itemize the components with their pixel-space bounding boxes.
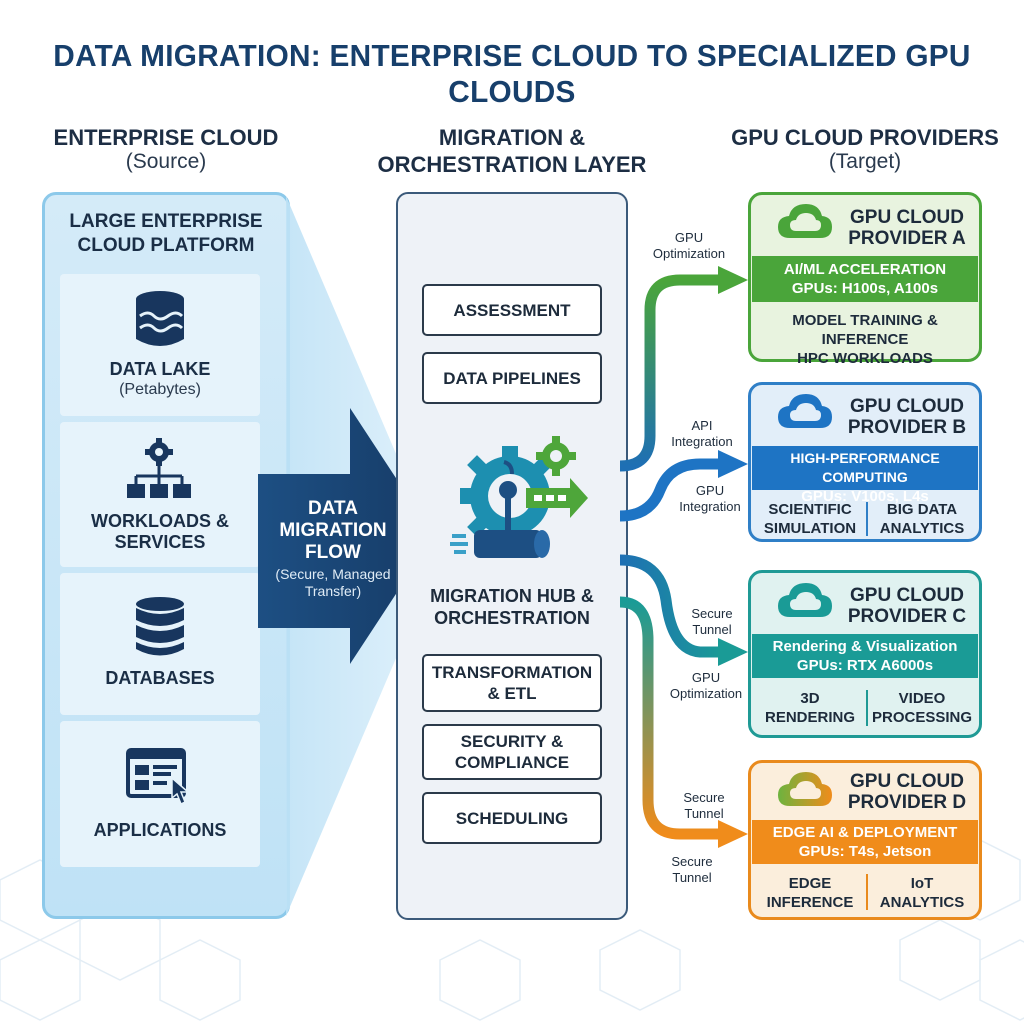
hub-label-line1: MIGRATION HUB & [430, 586, 594, 606]
platform-line2: CLOUD PLATFORM [77, 235, 255, 256]
source-subheading: (Source) [125, 150, 207, 173]
connector-provider-a [619, 274, 722, 472]
assessment-box: ASSESSMENT [422, 284, 602, 336]
flow-label-line2: MIGRATION [279, 520, 387, 541]
enterprise-platform-title: LARGE ENTERPRISE CLOUD PLATFORM [42, 210, 290, 258]
divider [866, 874, 868, 910]
source-heading: ENTERPRISE CLOUD [53, 125, 279, 150]
workloads-label-line1: WORKLOADS & [91, 511, 229, 531]
flow-sub-line1: (Secure, Managed [275, 566, 391, 582]
workloads-label-line2: SERVICES [114, 532, 206, 552]
cloud-icon [778, 394, 832, 428]
platform-line1: LARGE ENTERPRISE [69, 211, 263, 232]
flow-label-line3: FLOW [305, 542, 361, 563]
data-pipelines-box: DATA PIPELINES [422, 352, 602, 404]
middle-heading-line2: ORCHESTRATION LAYER [377, 152, 647, 177]
data-migration-flow-arrow [258, 408, 434, 664]
cloud-icon [778, 583, 832, 617]
connector-provider-c [619, 554, 722, 658]
workflow-icon [127, 438, 191, 498]
data-lake-sub: (Petabytes) [119, 381, 201, 398]
security-line1: SECURITY & [460, 732, 564, 751]
data-lake-icon [136, 291, 184, 346]
flow-sublabel: (Secure, Managed Transfer) [262, 566, 404, 600]
workloads-label: WORKLOADS & SERVICES [60, 511, 260, 553]
etl-line1: TRANSFORMATION [431, 663, 593, 682]
flow-label-line1: DATA [308, 498, 358, 519]
cloud-icon [778, 204, 832, 238]
page-title: DATA MIGRATION: ENTERPRISE CLOUD TO SPEC… [53, 38, 971, 109]
etl-line2: & ETL [487, 684, 537, 703]
database-icon [136, 597, 184, 656]
divider [866, 690, 868, 726]
applications-label: APPLICATIONS [93, 820, 227, 840]
target-subheading: (Target) [828, 150, 902, 173]
hub-label-line2: ORCHESTRATION [434, 608, 590, 628]
target-heading: GPU CLOUD PROVIDERS [731, 125, 999, 150]
provider-connectors [619, 266, 748, 848]
transformation-etl-box: TRANSFORMATION & ETL [422, 654, 602, 712]
flow-sub-line2: Transfer) [304, 583, 362, 599]
flow-label: DATA MIGRATION FLOW [262, 498, 404, 564]
databases-label: DATABASES [105, 668, 215, 688]
scheduling-box: SCHEDULING [422, 792, 602, 844]
connector-provider-b-upper [619, 458, 722, 522]
cloud-icon [778, 772, 832, 806]
connector-provider-d [619, 596, 722, 840]
databases-card [60, 573, 260, 715]
divider [866, 502, 868, 536]
security-line2: COMPLIANCE [454, 753, 570, 772]
middle-heading-line1: MIGRATION & [438, 125, 586, 150]
data-lake-label: DATA LAKE [109, 359, 211, 379]
security-compliance-box: SECURITY & COMPLIANCE [422, 724, 602, 780]
migration-hub-label: MIGRATION HUB & ORCHESTRATION [398, 585, 626, 629]
application-icon [126, 748, 190, 806]
migration-hub-icon [450, 436, 588, 558]
